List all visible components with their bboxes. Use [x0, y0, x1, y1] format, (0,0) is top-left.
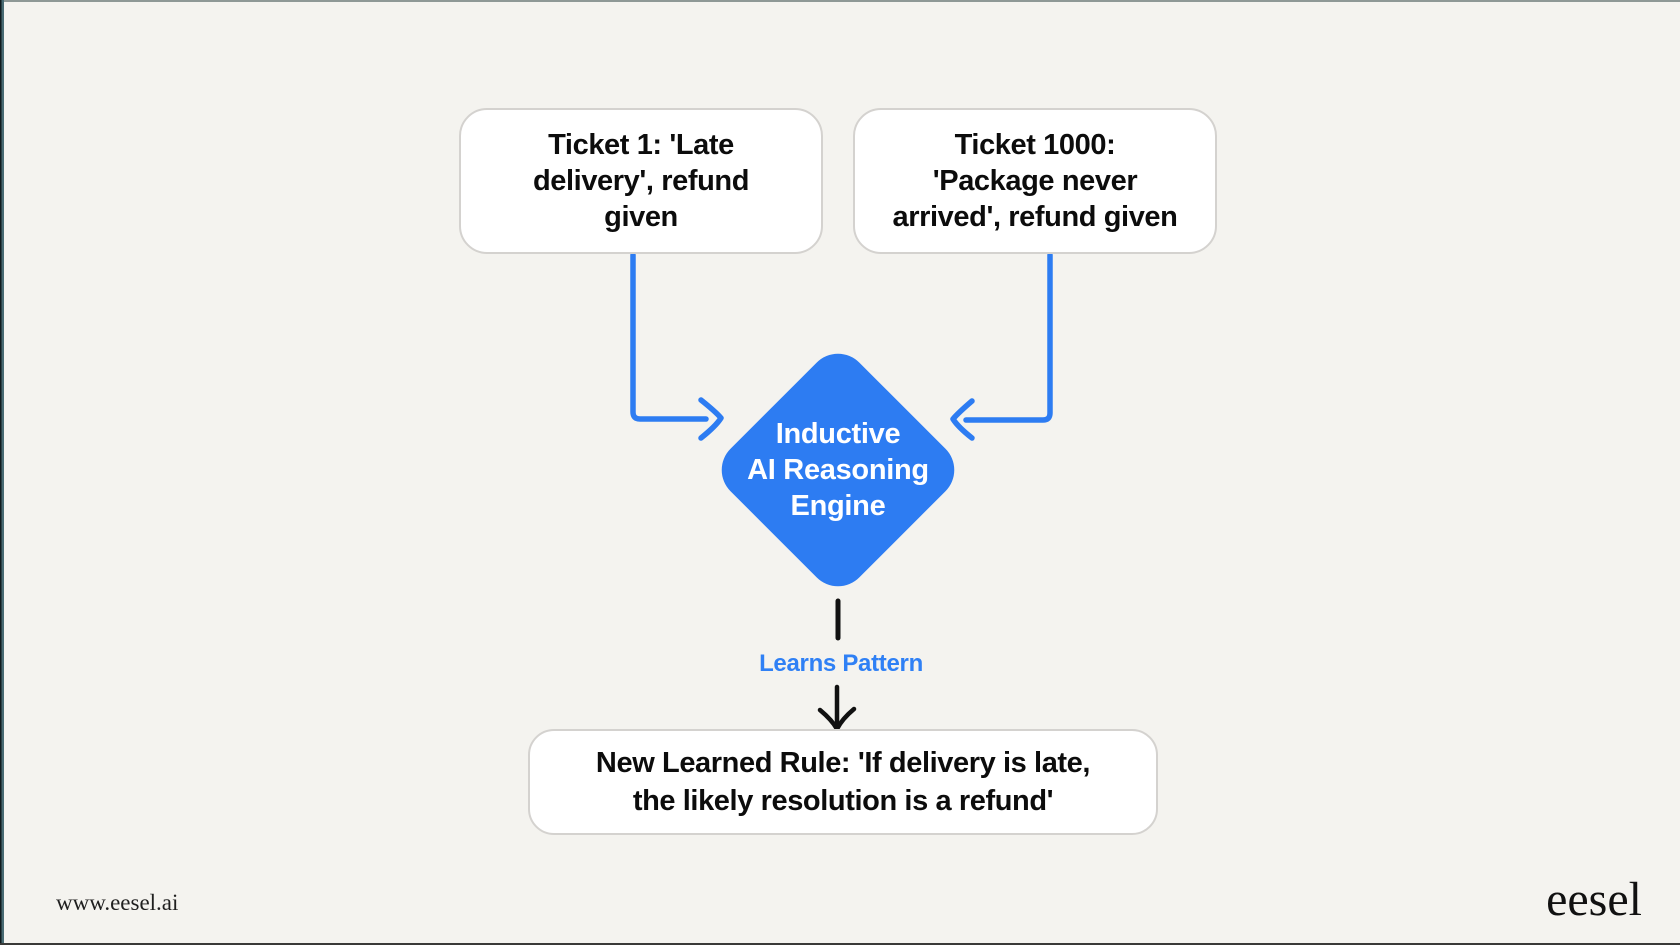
edge-label-learns-pattern: Learns Pattern: [759, 650, 923, 677]
left-edge-line: [0, 0, 4, 945]
bottom-edge-line: [0, 943, 1680, 945]
node-ticket-1: Ticket 1: 'Late delivery', refund given: [459, 108, 823, 254]
connector-label-to-rule: [817, 684, 857, 732]
connector-ticket1-to-engine: [630, 252, 724, 441]
node-inductive-engine: Inductive AI Reasoning Engine: [709, 341, 967, 599]
node-learned-rule: New Learned Rule: 'If delivery is late, …: [528, 729, 1158, 835]
connector-ticket1000-to-engine: [950, 252, 1053, 441]
top-edge-line: [0, 0, 1680, 2]
eesel-logo: eesel: [1546, 873, 1642, 926]
arrowhead-right-icon: [698, 397, 724, 441]
arrowhead-left-icon: [950, 398, 975, 441]
footer-website-url: www.eesel.ai: [56, 890, 179, 915]
node-ticket-1000-text: Ticket 1000: 'Package never arrived', re…: [892, 129, 1178, 233]
node-ticket-1-text: Ticket 1: 'Late delivery', refund given: [532, 129, 750, 233]
node-learned-rule-text: New Learned Rule: 'If delivery is late, …: [595, 747, 1091, 817]
node-ticket-1000: Ticket 1000: 'Package never arrived', re…: [853, 108, 1217, 254]
node-inductive-engine-text: Inductive AI Reasoning Engine: [747, 418, 929, 522]
